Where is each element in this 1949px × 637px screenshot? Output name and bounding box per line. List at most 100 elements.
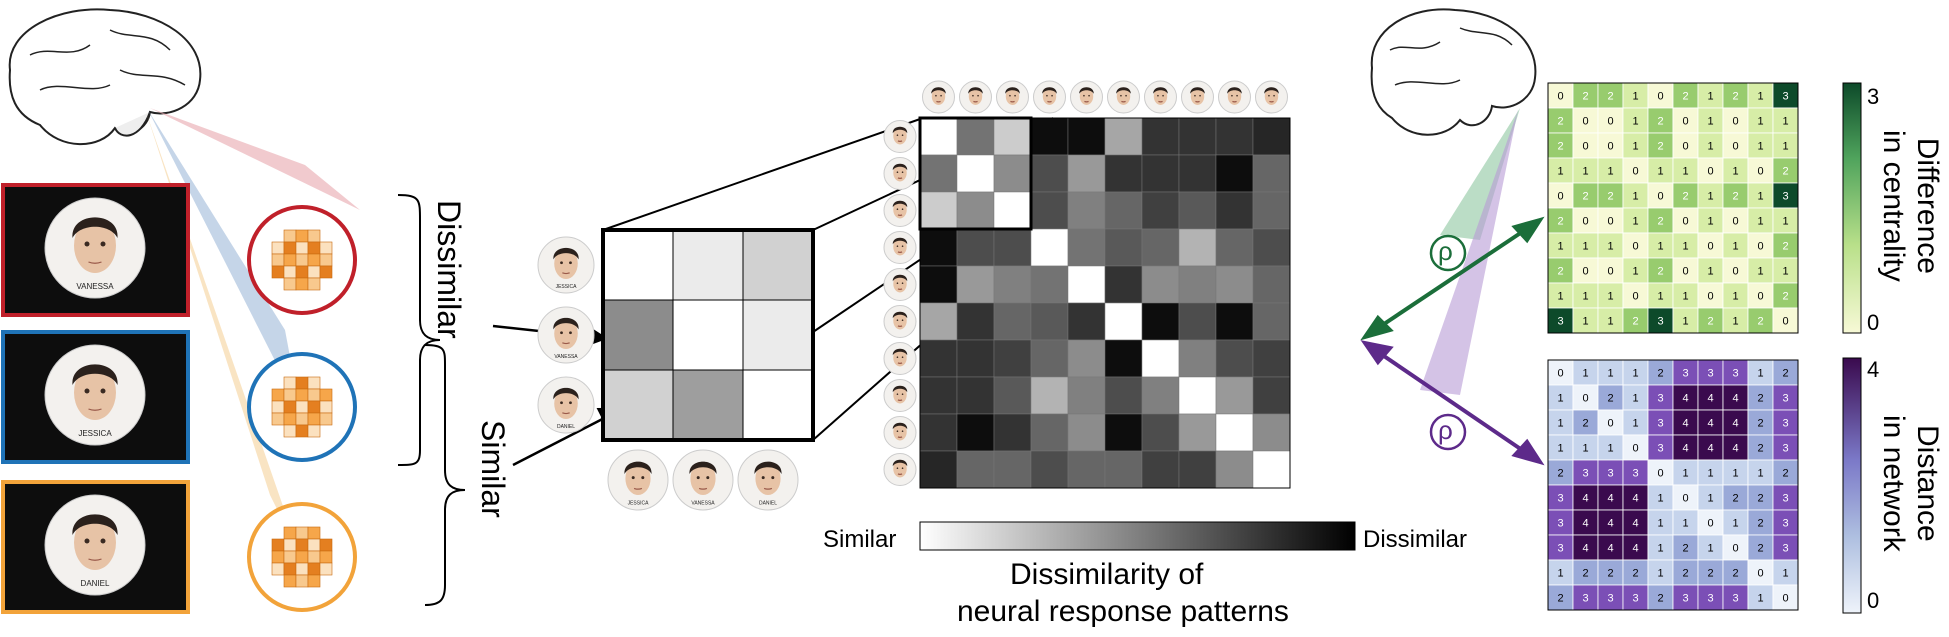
centrality-cell [1547, 157, 1574, 184]
network-cell-label: 1 [1582, 368, 1588, 380]
rdm-cell [1252, 191, 1291, 230]
network-cell-label: 0 [1557, 368, 1563, 380]
network-cell-label: 2 [1582, 568, 1588, 580]
network-cell [1622, 484, 1649, 511]
centrality-cell [1672, 132, 1699, 159]
rdm-colorbar [919, 521, 1356, 551]
network-cell-label: 1 [1707, 493, 1713, 505]
rdm-cell [993, 265, 1032, 304]
network-cell-label: 3 [1707, 593, 1713, 605]
centrality-cell [1547, 307, 1574, 334]
zoom-cell [672, 229, 744, 301]
rdm-cell [1215, 191, 1254, 230]
face-hair [892, 274, 908, 282]
voxel-cube [295, 241, 309, 255]
network-cell [1697, 509, 1724, 536]
voxel-cube [283, 562, 297, 576]
centrality-cell-label: 0 [1632, 166, 1638, 178]
rdm-cell [1252, 265, 1291, 304]
face-eye [1194, 94, 1196, 97]
rdm-cell [1104, 265, 1143, 304]
network-cell-label: 4 [1607, 493, 1613, 505]
network-cell [1622, 559, 1649, 586]
rdm-cell [1215, 413, 1254, 452]
centrality-cell-label: 2 [1557, 216, 1563, 228]
face-hair [892, 385, 908, 393]
centrality-cell [1622, 257, 1649, 284]
rdm-cell [1067, 228, 1106, 267]
centrality-axis-label: Difference in centrality [1876, 130, 1944, 282]
network-cell [1672, 534, 1699, 561]
network-cell-label: 4 [1582, 493, 1588, 505]
network-cell-label: 3 [1707, 368, 1713, 380]
centrality-cell-label: 1 [1682, 166, 1688, 178]
voxel-cube [295, 538, 309, 552]
network-cell [1672, 409, 1699, 436]
network-cell-label: 2 [1757, 493, 1763, 505]
centrality-cell-label: 1 [1732, 241, 1738, 253]
face-eye [706, 476, 710, 480]
face-eye [1120, 94, 1122, 97]
centrality-cell-label: 1 [1632, 116, 1638, 128]
voxel-cube [283, 241, 297, 255]
face-eye [1157, 94, 1159, 97]
rdm-cell [956, 413, 995, 452]
face-eye [631, 476, 635, 480]
face-skin [1042, 87, 1057, 105]
face-name-label: DANIEL [557, 424, 575, 430]
network-cell-label: 1 [1607, 368, 1613, 380]
face-skin [554, 318, 578, 349]
face-skin [74, 218, 116, 273]
face-skin [893, 311, 907, 330]
centrality-cell [1672, 257, 1699, 284]
face-eye [977, 94, 979, 97]
network-cell-label: 3 [1607, 468, 1613, 480]
face-hair [892, 422, 908, 430]
rdm-cell [993, 228, 1032, 267]
centrality-cell-label: 0 [1582, 141, 1588, 153]
rdm-cell [919, 450, 958, 489]
face-eye [901, 356, 904, 359]
centrality-cell [1772, 232, 1799, 259]
rdm-cell [1030, 302, 1069, 341]
network-cell-label: 2 [1782, 368, 1788, 380]
centrality-cell-label: 1 [1682, 241, 1688, 253]
centrality-tick-max: 3 [1867, 84, 1880, 109]
face-mouth [763, 487, 773, 490]
face-skin [893, 200, 907, 219]
centrality-cell [1747, 207, 1774, 234]
rdm-cell [1178, 154, 1217, 193]
network-cell [1747, 484, 1774, 511]
face-skin [554, 388, 578, 419]
network-cell-label: 4 [1582, 543, 1588, 555]
centrality-cell-label: 0 [1732, 141, 1738, 153]
network-cell [1747, 384, 1774, 411]
voxel-cube [283, 265, 297, 279]
centrality-cell-label: 0 [1607, 141, 1613, 153]
rdm-cell [956, 117, 995, 156]
network-cell [1772, 559, 1799, 586]
centrality-cell-label: 1 [1707, 141, 1713, 153]
network-cell-label: 0 [1707, 518, 1713, 530]
centrality-cell-label: 1 [1657, 166, 1663, 178]
network-cell-label: 1 [1682, 468, 1688, 480]
zoom-matrix [601, 228, 815, 442]
face-hair [892, 163, 908, 171]
face-eye [569, 401, 572, 405]
centrality-cell-label: 2 [1782, 166, 1788, 178]
network-cell-label: 2 [1757, 443, 1763, 455]
centrality-cell [1772, 257, 1799, 284]
face-eye [761, 476, 765, 480]
centrality-cell-label: 1 [1757, 116, 1763, 128]
centrality-cell [1622, 132, 1649, 159]
rdm-cell [956, 228, 995, 267]
rdm-cell [1067, 376, 1106, 415]
centrality-cell-label: 0 [1582, 216, 1588, 228]
network-cell-label: 3 [1782, 393, 1788, 405]
rdm-cell [1252, 302, 1291, 341]
centrality-cell-label: 1 [1732, 166, 1738, 178]
centrality-cell [1697, 257, 1724, 284]
rdm-cell [919, 376, 958, 415]
face-hair [1190, 87, 1205, 94]
